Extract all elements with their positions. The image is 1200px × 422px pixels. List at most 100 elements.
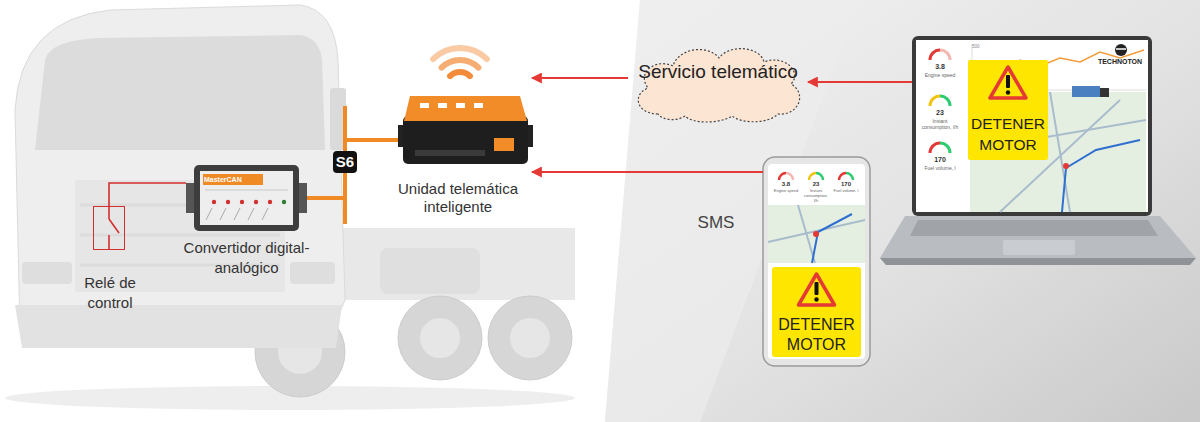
terminal-dot xyxy=(226,200,230,204)
rear-wheel xyxy=(488,296,572,380)
gauge-value: 170 xyxy=(836,181,856,188)
laptop-lid xyxy=(912,36,1152,216)
gauge-arc xyxy=(786,173,793,180)
wifi-wave xyxy=(442,60,479,68)
wifi-wave xyxy=(450,72,470,76)
map-road xyxy=(798,205,815,263)
headlight xyxy=(290,262,335,284)
unit-body xyxy=(403,116,528,164)
gauge-arc xyxy=(940,143,950,153)
laptop-edge xyxy=(880,258,1196,265)
headlight xyxy=(22,262,72,284)
laptop-device: 5003.8Engine speed23Instant consumption,… xyxy=(912,36,1152,216)
map-marker xyxy=(1063,163,1069,169)
map-route xyxy=(812,214,852,263)
truck-icon xyxy=(1072,86,1100,97)
can-bus xyxy=(307,140,398,198)
wifi-wave xyxy=(433,48,487,59)
laptop-screen xyxy=(916,40,1148,212)
gauge-arc xyxy=(839,173,846,180)
unit-led xyxy=(438,103,447,108)
alert-box: DETENER MOTOR xyxy=(968,60,1048,160)
relay-wire xyxy=(109,183,186,206)
gauge-arc xyxy=(809,173,816,180)
bus-badge: S6 xyxy=(333,151,357,173)
wheel-hub xyxy=(510,318,550,358)
relay-switch xyxy=(108,235,110,249)
terminal-dot xyxy=(254,200,258,204)
unit-led xyxy=(420,103,429,108)
terminal-dot xyxy=(240,200,244,204)
relay-switch xyxy=(109,219,119,233)
fuel-tank xyxy=(380,248,480,294)
unit-led xyxy=(456,103,465,108)
alert-box: DETENER MOTOR xyxy=(772,267,861,357)
converter-device: MasterCANConvertidor digital-analógico xyxy=(186,165,307,231)
terminal-dot xyxy=(268,200,272,204)
relay-switch xyxy=(108,207,110,219)
command-arrow xyxy=(808,81,912,83)
phone-screen xyxy=(768,164,865,359)
gauge-arc xyxy=(930,50,940,60)
cloud-outline xyxy=(628,42,808,126)
brand-strip xyxy=(203,174,263,185)
gauge-arc xyxy=(779,173,786,180)
panel-mark xyxy=(248,208,254,220)
panel-line xyxy=(205,190,288,191)
cloud-service: Servicio telemático xyxy=(628,42,808,126)
brand-logo xyxy=(1115,44,1127,56)
gauge-caption: Engine speed xyxy=(920,72,960,78)
wheel-hub xyxy=(420,318,460,358)
phone-body xyxy=(763,157,870,366)
bus-line xyxy=(343,106,347,140)
sms-label: SMS xyxy=(691,212,741,234)
grey-panel xyxy=(605,0,1200,422)
laptop-keyboard xyxy=(910,220,1158,236)
panel-mark xyxy=(262,208,268,220)
truck-bumper xyxy=(15,305,342,348)
alert-text: DETENER MOTOR xyxy=(772,315,861,355)
panel-mark xyxy=(234,208,240,220)
panel-mark xyxy=(206,208,212,220)
gauge-value: 23 xyxy=(806,181,826,188)
converter-panel xyxy=(200,171,293,225)
phone-map xyxy=(768,205,865,263)
gauge-value: 3.8 xyxy=(776,181,796,188)
laptop-touchpad xyxy=(1003,240,1075,255)
relay-label: Relé de control xyxy=(69,273,151,313)
gauge-arc xyxy=(940,50,950,60)
gauge-value: 3.8 xyxy=(928,63,952,71)
cloud-label: Servicio telemático xyxy=(628,60,808,83)
terminal-dot xyxy=(212,200,216,204)
alert-text: DETENER MOTOR xyxy=(968,113,1048,155)
gauge-arc xyxy=(846,173,853,180)
converter-label: Convertidor digital-analógico xyxy=(169,238,324,278)
gauge-value: 170 xyxy=(928,156,952,164)
rear-wheel xyxy=(398,296,482,380)
side-mirror xyxy=(330,88,346,150)
gauge-caption: Instant consumption, l/h xyxy=(920,118,960,130)
truck-chassis xyxy=(330,228,575,300)
unit-lid xyxy=(404,96,527,121)
unit-sticker xyxy=(494,138,514,151)
gauge-arc xyxy=(930,96,940,106)
laptop-base xyxy=(880,216,1196,258)
phone-device: 3.8Engine speed23Instant consumption, l/… xyxy=(763,157,870,366)
gauge-caption: Engine speed xyxy=(772,188,800,193)
brand-name: TECHNOTON xyxy=(1092,58,1148,66)
grille-bar xyxy=(80,234,280,237)
device-brand: MasterCAN xyxy=(204,175,264,184)
cloud-shape xyxy=(638,49,799,122)
bus-line xyxy=(343,198,347,224)
converter-body xyxy=(194,165,299,231)
command-arrow xyxy=(532,77,628,79)
gauge-caption: Fuel volume, l xyxy=(920,165,960,171)
gauge-arc xyxy=(940,96,950,106)
map-marker xyxy=(813,231,819,237)
terminal-dot xyxy=(282,200,286,204)
map-route xyxy=(1062,140,1140,212)
gauge-arc xyxy=(930,143,940,153)
gauge-arc xyxy=(816,173,823,180)
relay-box: Relé de control xyxy=(93,206,125,250)
